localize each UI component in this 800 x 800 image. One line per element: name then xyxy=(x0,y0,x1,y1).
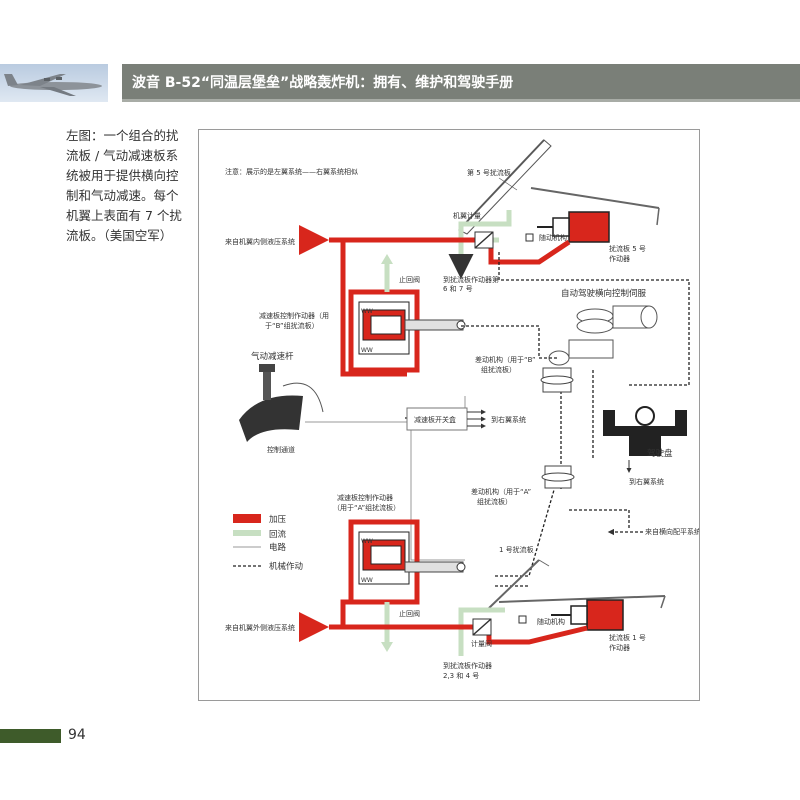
diagram-note: 注意：展示的是左翼系统——右翼系统相似 xyxy=(225,167,358,176)
control-yoke xyxy=(603,406,687,456)
label-follow-top: 随动机构 xyxy=(539,233,567,242)
page-number: 94 xyxy=(68,727,86,743)
header-band xyxy=(108,64,800,102)
follow-linkage-top xyxy=(525,233,534,242)
label-switch-box: 减速板开关盒 xyxy=(414,415,456,424)
label-diff-b-a: 差动机构（用于“B” xyxy=(475,355,536,364)
legend-mechanical: 机械作动 xyxy=(269,561,304,572)
legend: 加压 回流 电路 机械作动 xyxy=(233,514,304,572)
label-brake-ctrl-a-a: 减速板控制作动器 xyxy=(337,493,393,502)
legend-electric: 电路 xyxy=(269,542,287,553)
label-stop-valve-bottom: 止回阀 xyxy=(399,609,420,618)
page-title: 波音 B-52“同温层堡垒”战略轰炸机：拥有、维护和驾驶手册 xyxy=(132,75,514,91)
label-spoiler-1: 1 号扰流板 xyxy=(499,545,534,554)
label-to-right-wing: 到右翼系统 xyxy=(491,415,526,424)
return-arrow-top xyxy=(381,254,393,292)
header-underline xyxy=(122,99,800,102)
pressure-line-top xyxy=(299,225,571,377)
label-stop-valve-top: 止回阀 xyxy=(399,275,420,284)
figure-caption: 左图：一个组合的扰流板 / 气动减速板系统被用于提供横向控制和气动减速。每个机翼… xyxy=(66,128,182,243)
legend-pressure: 加压 xyxy=(269,514,287,525)
svg-text:WW: WW xyxy=(361,577,373,584)
legend-pressure-swatch xyxy=(233,514,261,523)
actuator-5 xyxy=(537,211,610,243)
differential-a xyxy=(541,465,575,489)
label-actuator-1-b: 作动器 xyxy=(609,643,630,652)
svg-text:WW: WW xyxy=(361,538,373,545)
diagram-frame: 注意：展示的是左翼系统——右翼系统相似 第 5 号扰流板 扰流板 5 号 作动器… xyxy=(198,129,700,701)
speedbrake-switch-box: 减速板开关盒 xyxy=(406,407,468,431)
label-spoiler-5: 第 5 号扰流板 xyxy=(467,168,511,177)
label-control-channel: 控制通道 xyxy=(267,445,295,454)
label-to-actuators-234-b: 2,3 和 4 号 xyxy=(443,671,479,680)
b52-aircraft-icon xyxy=(4,74,102,96)
spoiler-1-surface xyxy=(488,559,666,609)
label-speedbrake-lever: 气动减速杆 xyxy=(251,351,294,362)
label-to-actuators-67-b: 6 和 7 号 xyxy=(443,284,473,293)
label-actuator-5-a: 扰流板 5 号 xyxy=(609,244,646,253)
label-wing-meter-bottom: 计量阀 xyxy=(471,639,492,648)
spoiler-5-surface xyxy=(458,139,660,235)
label-to-right-wing-2: 到右翼系统 xyxy=(629,477,664,486)
autopilot-servo xyxy=(548,305,658,366)
label-follow-bottom: 随动机构 xyxy=(537,617,565,626)
label-brake-ctrl-a-b: （用于“A”组扰流板） xyxy=(333,503,400,512)
legend-return-swatch xyxy=(233,530,261,536)
header-aircraft-photo xyxy=(0,64,108,102)
meter-valve-top xyxy=(474,231,494,249)
leader-spoiler-5 xyxy=(498,177,518,191)
follow-linkage-bottom xyxy=(518,615,527,624)
speedbrake-actuator-b: WW WW xyxy=(348,289,466,373)
label-brake-ctrl-b-a: 减速板控制作动器（用 xyxy=(259,311,329,320)
actuator-1 xyxy=(551,599,624,631)
return-arrow-bottom xyxy=(381,602,393,652)
label-autopilot-servo: 自动驾驶横向控制伺服 xyxy=(561,288,647,299)
return-line-bottom xyxy=(458,607,505,656)
label-actuator-5-b: 作动器 xyxy=(609,254,630,263)
label-brake-ctrl-b-b: 于“B”组扰流板） xyxy=(265,321,319,330)
legend-return: 回流 xyxy=(269,529,287,540)
label-outer-hyd: 来自机翼外侧液压系统 xyxy=(225,623,295,632)
label-actuator-1-a: 扰流板 1 号 xyxy=(609,633,646,642)
label-diff-b-b: 组扰流板） xyxy=(481,365,516,374)
spoiler-speedbrake-diagram: 注意：展示的是左翼系统——右翼系统相似 第 5 号扰流板 扰流板 5 号 作动器… xyxy=(225,139,699,680)
speedbrake-actuator-a: WW WW xyxy=(348,519,466,605)
label-diff-a-a: 差动机构（用于“A” xyxy=(471,487,531,496)
header-tab xyxy=(108,64,122,102)
to-right-wing-arrows xyxy=(467,409,486,429)
label-to-actuators-234-a: 到扰流板作动器 xyxy=(443,661,492,670)
label-diff-a-b: 组扰流板） xyxy=(477,497,512,506)
svg-text:WW: WW xyxy=(361,308,373,315)
label-inner-hyd: 来自机翼内侧液压系统 xyxy=(225,237,295,246)
meter-valve-bottom xyxy=(472,618,492,636)
svg-text:WW: WW xyxy=(361,347,373,354)
label-to-actuators-67-a: 到扰流板作动器第 xyxy=(443,275,499,284)
label-yoke: 驾驶盘 xyxy=(647,448,673,459)
label-wing-meter-top: 机翼计量 xyxy=(453,211,481,220)
label-from-lateral-trim: 来自横向配平系统 xyxy=(645,527,699,536)
differential-b xyxy=(540,367,574,393)
speedbrake-lever xyxy=(239,364,324,442)
footer-bar xyxy=(0,729,61,743)
